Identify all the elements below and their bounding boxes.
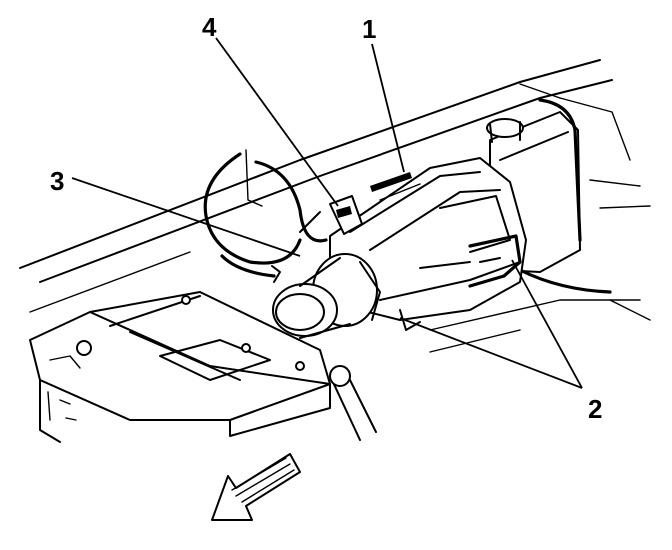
callout-4: 4 xyxy=(202,12,217,42)
callout-3: 3 xyxy=(50,166,64,196)
tray-bolt xyxy=(295,361,305,371)
cowl-outline xyxy=(19,59,651,353)
tray-bolt xyxy=(181,295,191,305)
lower-hose xyxy=(329,365,377,441)
callout-leaders xyxy=(71,37,583,389)
callout-2: 2 xyxy=(588,394,602,424)
front-direction-arrow-icon xyxy=(211,453,301,521)
battery-tray xyxy=(29,291,331,443)
tray-bolt xyxy=(76,340,92,356)
wiring-harness xyxy=(203,149,328,283)
sensor-connector xyxy=(299,195,363,235)
intake-duct xyxy=(272,253,381,339)
callout-1: 1 xyxy=(362,14,376,44)
tray-bolt xyxy=(241,343,251,353)
